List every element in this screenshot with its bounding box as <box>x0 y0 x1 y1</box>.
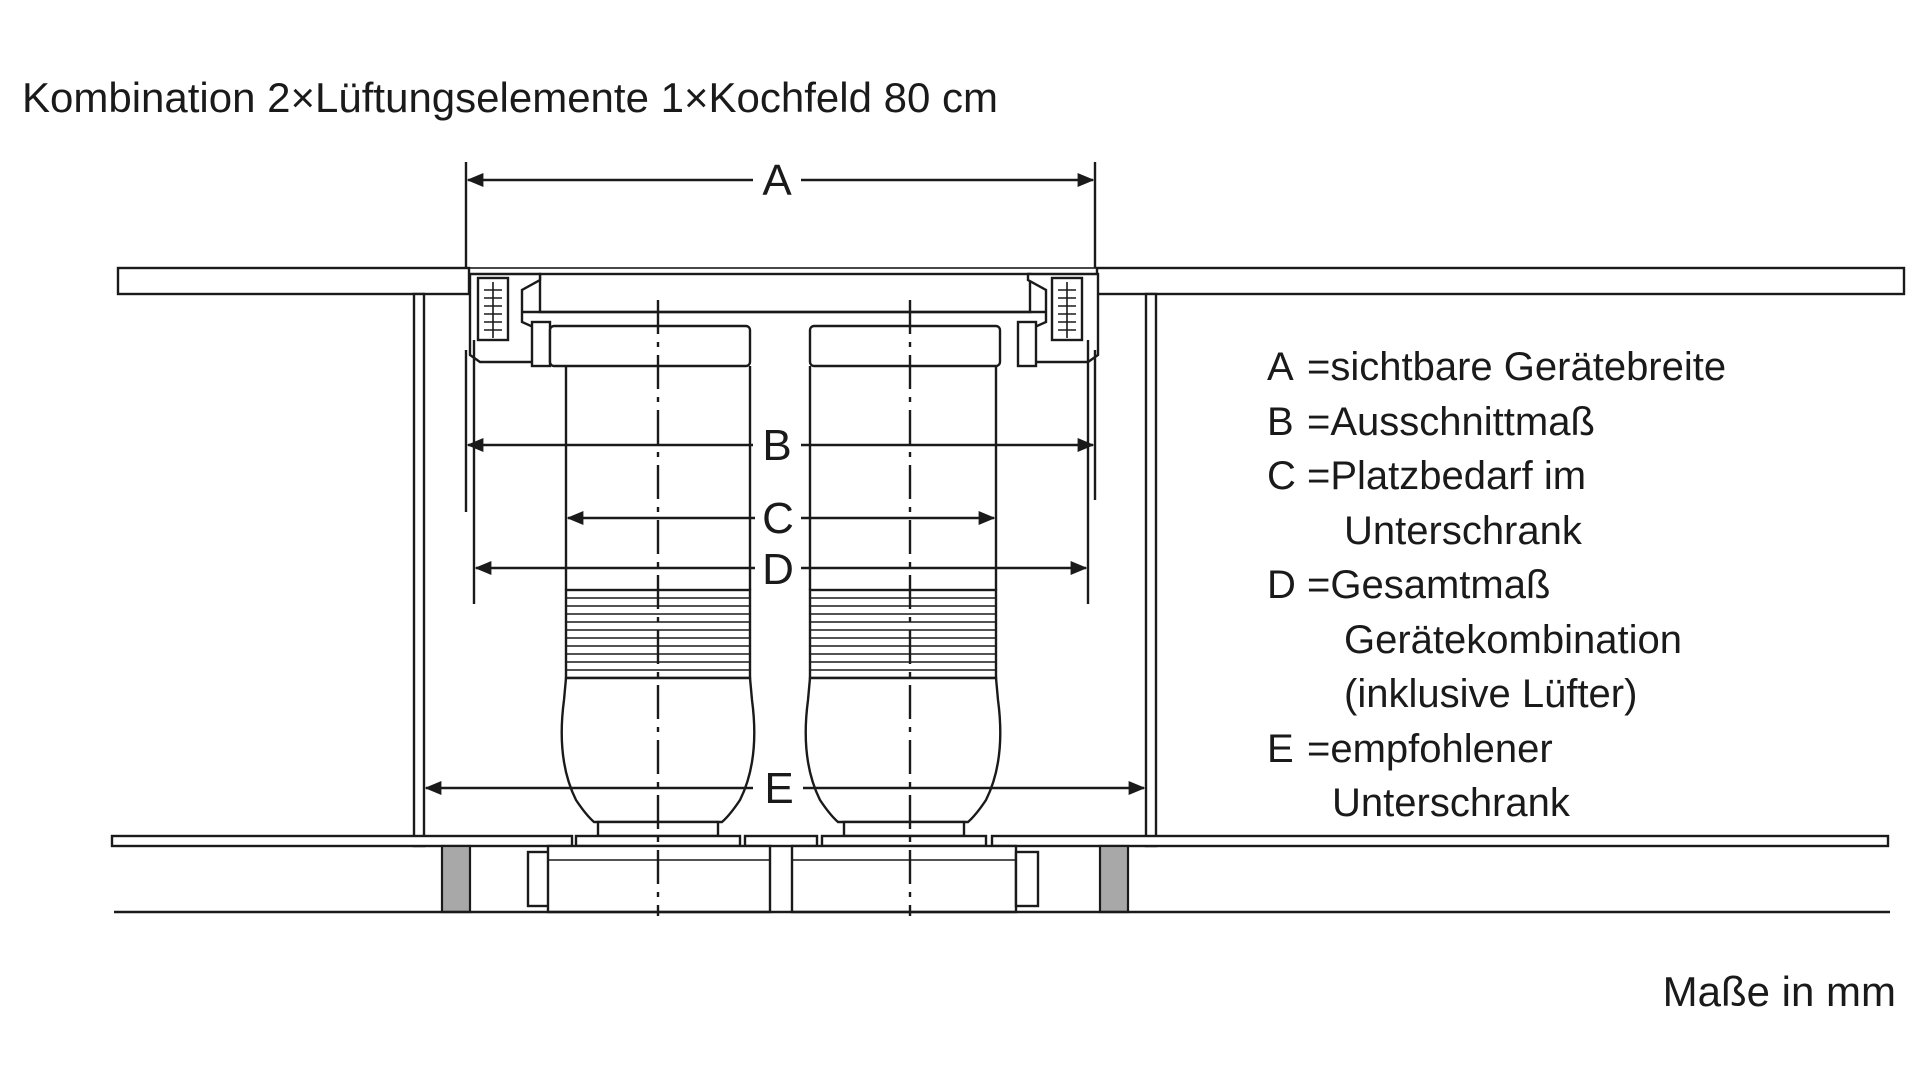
right-duct-ribs <box>810 597 996 671</box>
legend-continuation: (inklusive Lüfter) <box>1344 672 1638 716</box>
duct-centerlines <box>656 300 912 916</box>
legend-text: =Gesamtmaß <box>1307 563 1551 607</box>
legend-key: B <box>1267 399 1294 444</box>
legend-continuation: Gerätekombination <box>1344 617 1682 662</box>
dimension-lines <box>424 173 1146 795</box>
legend-key: C <box>1267 454 1296 498</box>
legend-item-d: D=Gesamtmaß <box>1267 558 1726 613</box>
dimension-label-d: D <box>762 545 794 594</box>
fan-units <box>526 844 1040 914</box>
cabinet-bottom-shelf <box>110 834 1890 848</box>
legend-item-c: C=Platzbedarf im <box>1267 449 1726 504</box>
units-note: Maße in mm <box>1662 968 1896 1015</box>
left-ventilation-duct <box>548 324 756 848</box>
legend-item-b: B =Ausschnittmaß <box>1267 395 1726 450</box>
dimension-label-e: E <box>764 764 793 813</box>
legend-item-e: E =empfohlener <box>1267 722 1726 777</box>
legend-text: =Platzbedarf im <box>1307 454 1587 498</box>
right-ventilation-duct <box>804 324 1002 848</box>
legend-key: A <box>1267 345 1294 389</box>
dimension-label-c: C <box>762 494 794 543</box>
extension-lines <box>464 162 1097 604</box>
legend-text: =Ausschnittmaß <box>1307 399 1595 444</box>
legend-text: =empfohlener <box>1307 726 1553 771</box>
right-mounting-bracket <box>1016 272 1100 368</box>
left-mounting-bracket <box>468 272 552 368</box>
legend-key: D <box>1267 563 1296 607</box>
legend-continuation: Unterschrank <box>1332 781 1570 825</box>
diagram-title: Kombination 2×Lüftungselemente 1×Kochfel… <box>22 74 998 121</box>
legend-item-a: A =sichtbare Gerätebreite <box>1267 340 1726 395</box>
legend-continuation: Unterschrank <box>1344 508 1582 553</box>
legend-text: =sichtbare Gerätebreite <box>1307 345 1727 389</box>
dimension-legend: A =sichtbare Gerätebreite B =Ausschnittmaß… <box>1267 340 1726 831</box>
dimension-labels: A B C D E <box>762 156 794 813</box>
dimension-label-b: B <box>762 421 791 470</box>
dimension-label-a: A <box>762 156 792 205</box>
legend-key: E <box>1267 726 1294 771</box>
cooktop-panel <box>520 272 1050 314</box>
